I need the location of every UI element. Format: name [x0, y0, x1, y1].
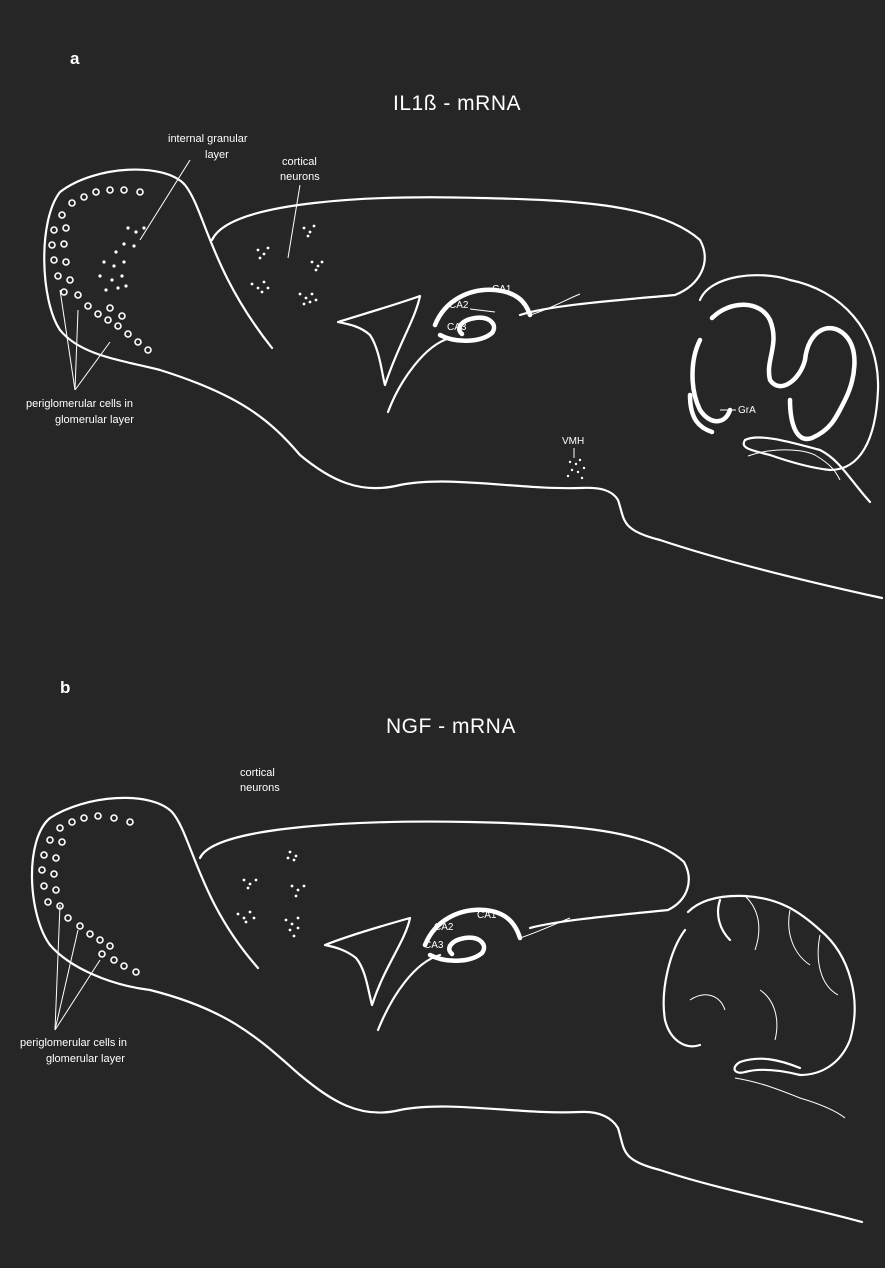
vmh-label-a: VMH — [562, 436, 584, 447]
internal-granular-label-2: layer — [205, 149, 229, 161]
ca2-label-b: CA2 — [434, 922, 454, 933]
panel-a-title: IL1ß - mRNA — [393, 92, 521, 115]
cortical-label-b-1: cortical — [240, 767, 275, 779]
gra-label-a: GrA — [738, 405, 756, 416]
periglomerular-label-b-1: periglomerular cells in — [20, 1037, 127, 1049]
internal-granular-label-1: internal granular — [168, 133, 248, 145]
panel-a-letter: a — [70, 49, 80, 68]
panel-b-title: NGF - mRNA — [386, 715, 516, 738]
ca2-label-a: CA2 — [449, 300, 469, 311]
cortical-label-a-1: cortical — [282, 156, 317, 168]
ca1-label-b: CA1 — [477, 910, 497, 921]
ca3-label-a: CA3 — [447, 322, 467, 333]
panel-b-letter: b — [60, 678, 70, 697]
ca3-label-b: CA3 — [424, 940, 444, 951]
periglomerular-label-b-2: glomerular layer — [46, 1053, 125, 1065]
cortical-label-b-2: neurons — [240, 782, 280, 794]
periglomerular-label-a-1: periglomerular cells in — [26, 398, 133, 410]
cortical-label-a-2: neurons — [280, 171, 320, 183]
periglomerular-label-a-2: glomerular layer — [55, 414, 134, 426]
ca1-label-a: CA1 — [492, 284, 512, 295]
